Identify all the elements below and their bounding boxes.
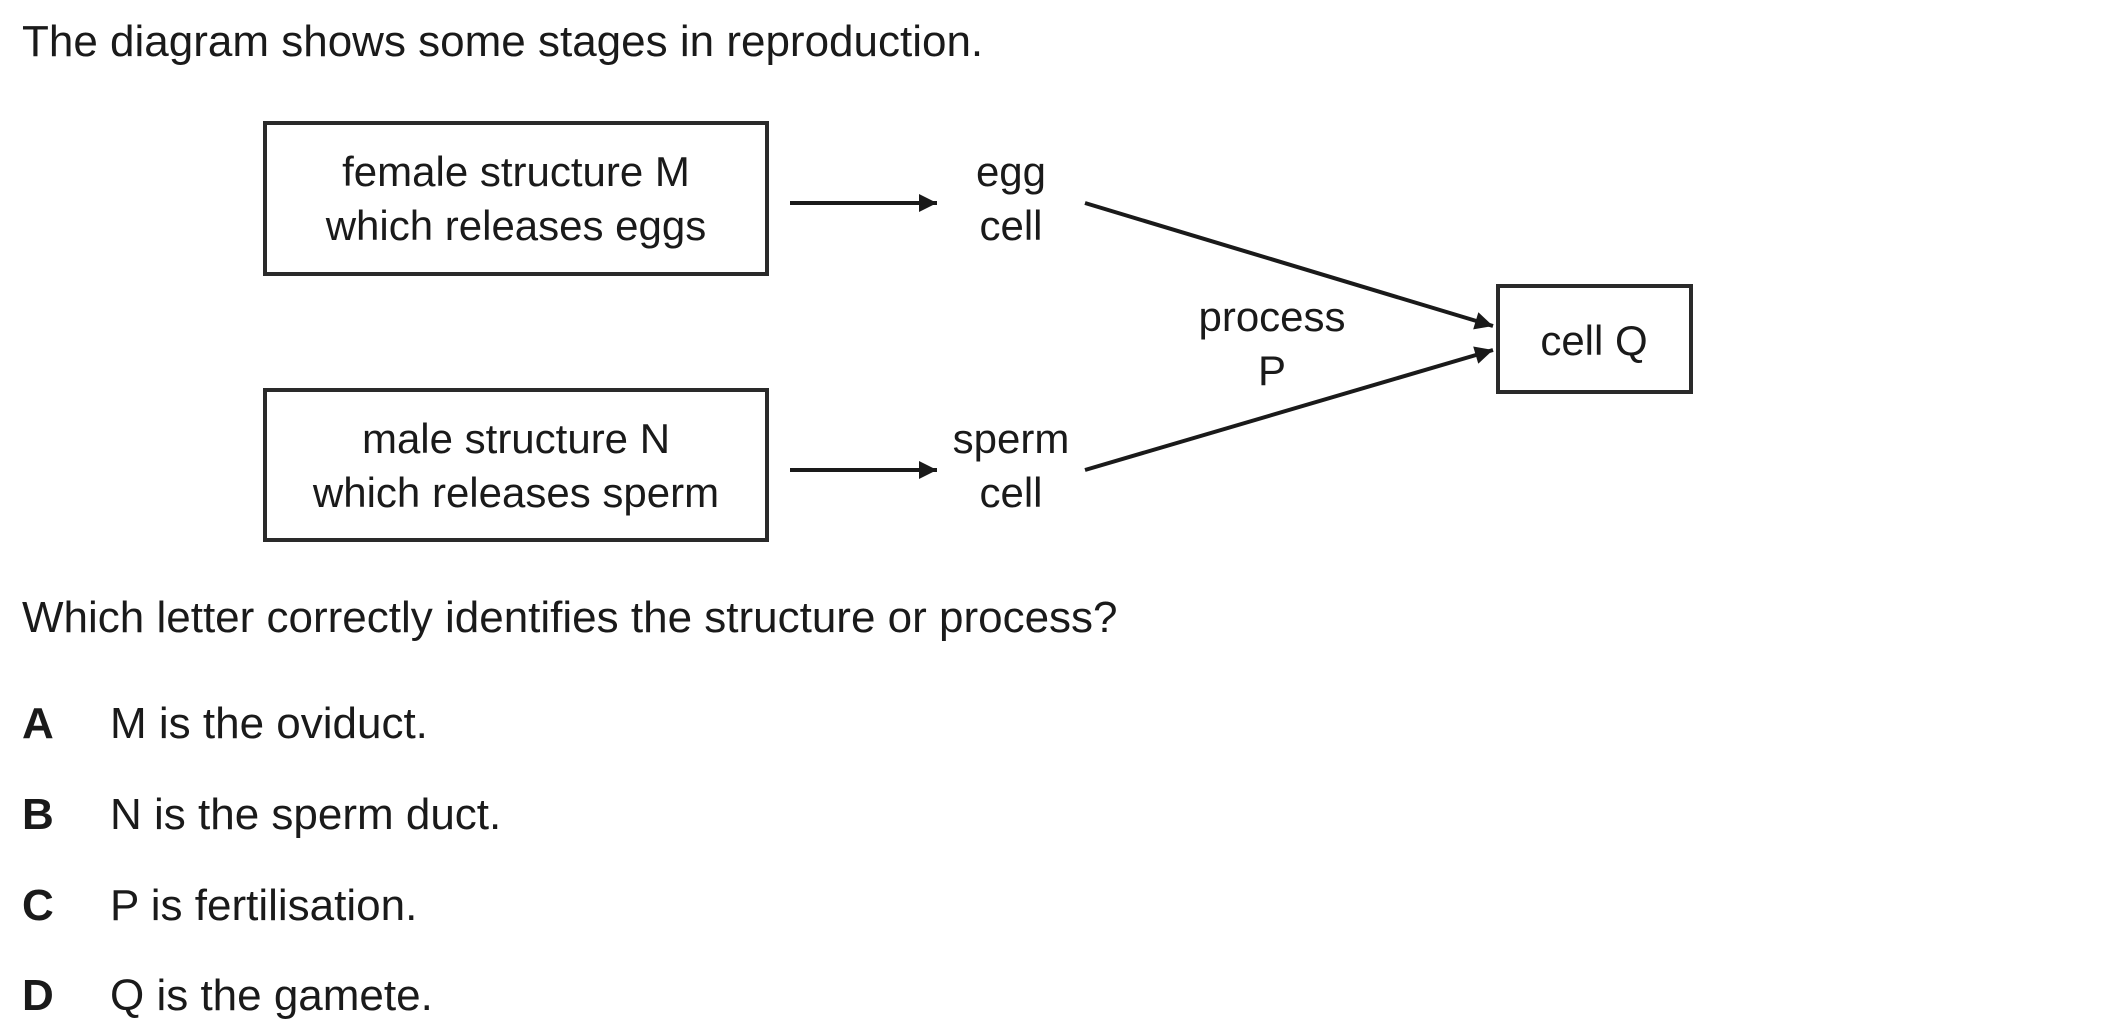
egg-cell-label-line-2: cell: [979, 202, 1042, 249]
female-box-line-1: female structure M: [342, 148, 690, 195]
male-box-line-2: which releases sperm: [312, 469, 719, 516]
male-structure-box: male structure N which releases sperm: [263, 388, 769, 542]
male-box-line-1: male structure N: [362, 415, 670, 462]
egg-cell-label-line-1: egg: [976, 148, 1046, 195]
cell-q-label: cell Q: [1540, 317, 1647, 364]
option-text: N is the sperm duct.: [110, 790, 502, 839]
option-text: M is the oviduct.: [110, 699, 428, 748]
sperm-cell-label-line-2: cell: [979, 469, 1042, 516]
sperm-cell-label-line-1: sperm: [953, 415, 1070, 462]
option-letter: D: [22, 971, 54, 1020]
female-box-line-2: which releases eggs: [325, 202, 707, 249]
female-structure-box: female structure M which releases eggs: [263, 121, 769, 276]
process-label-line-1: process: [1198, 293, 1345, 340]
option-letter: B: [22, 790, 54, 839]
arrow-egg-to-cell-q: [1084, 201, 1494, 330]
option-letter: A: [22, 699, 54, 748]
arrow-sperm-to-cell-q: [1084, 346, 1494, 472]
intro-text: The diagram shows some stages in reprodu…: [22, 17, 984, 66]
process-label-line-2: P: [1258, 347, 1286, 394]
option-text: P is fertilisation.: [110, 881, 418, 930]
cell-q-box: cell Q: [1496, 284, 1693, 394]
option-letter: C: [22, 881, 54, 930]
question-text: Which letter correctly identifies the st…: [22, 593, 1118, 642]
option-text: Q is the gamete.: [110, 971, 433, 1020]
